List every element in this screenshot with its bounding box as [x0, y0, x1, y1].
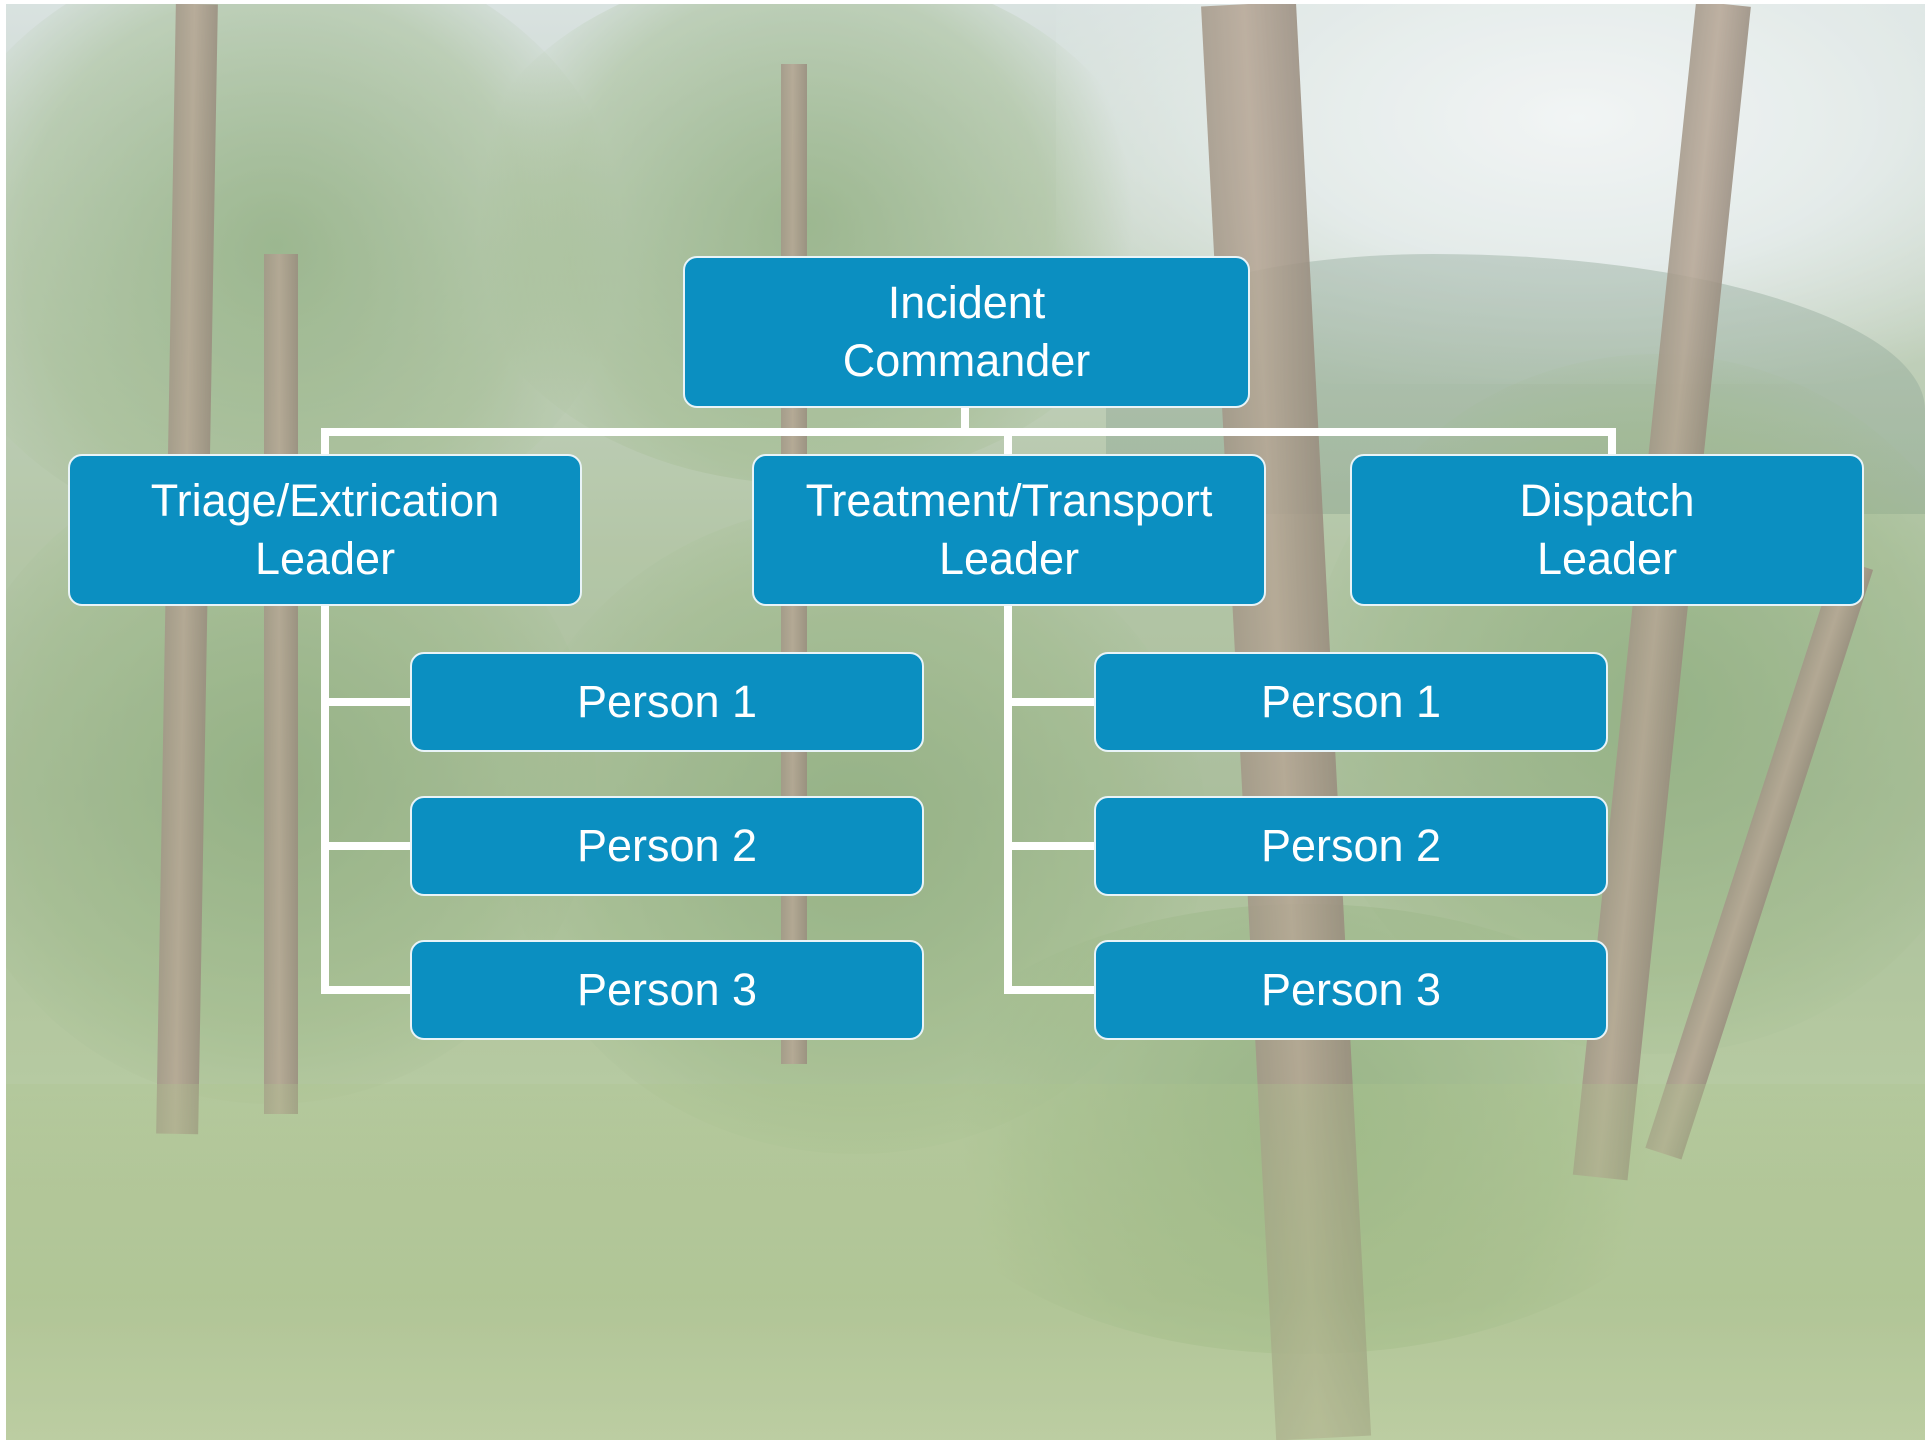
tree-trunk	[264, 254, 298, 1114]
dispatch-leader-line2: Leader	[1536, 533, 1678, 584]
light-wash-overlay	[6, 4, 1925, 1440]
treatment-person-2-label: Person 2	[1260, 820, 1442, 871]
treatment-transport-leader-box: Treatment/Transport Leader	[752, 454, 1266, 606]
connector-triage-person-3	[321, 986, 416, 994]
triage-person-2-label: Person 2	[576, 820, 758, 871]
connector-treatment-vertical	[1004, 602, 1012, 990]
slide: Incident Commander Triage/Extrication Le…	[6, 4, 1925, 1440]
treatment-person-3-box: Person 3	[1094, 940, 1608, 1040]
triage-person-2-box: Person 2	[410, 796, 924, 896]
dispatch-leader-box: Dispatch Leader	[1350, 454, 1864, 606]
incident-commander-box: Incident Commander	[683, 256, 1250, 408]
connector-to-treatment-leader	[1004, 428, 1012, 458]
connector-triage-person-2	[321, 842, 416, 850]
incident-commander-line1: Incident	[887, 277, 1046, 328]
dispatch-leader-line1: Dispatch	[1519, 475, 1695, 526]
triage-person-1-box: Person 1	[410, 652, 924, 752]
connector-triage-person-1	[321, 698, 416, 706]
treatment-person-2-box: Person 2	[1094, 796, 1608, 896]
connector-to-dispatch-leader	[1608, 428, 1616, 458]
triage-leader-line2: Leader	[254, 533, 396, 584]
treatment-person-1-label: Person 1	[1260, 676, 1442, 727]
connector-treatment-person-2	[1004, 842, 1099, 850]
treatment-leader-line1: Treatment/Transport	[805, 475, 1213, 526]
connector-horizontal-bar	[321, 428, 1616, 436]
connector-treatment-person-3	[1004, 986, 1099, 994]
triage-extrication-leader-box: Triage/Extrication Leader	[68, 454, 582, 606]
connector-to-triage-leader	[321, 428, 329, 458]
triage-person-1-label: Person 1	[576, 676, 758, 727]
triage-person-3-label: Person 3	[576, 964, 758, 1015]
triage-leader-line1: Triage/Extrication	[150, 475, 500, 526]
connector-treatment-person-1	[1004, 698, 1099, 706]
treatment-leader-line2: Leader	[938, 533, 1080, 584]
grass-foreground	[6, 1084, 1925, 1440]
treatment-person-3-label: Person 3	[1260, 964, 1442, 1015]
triage-person-3-box: Person 3	[410, 940, 924, 1040]
connector-triage-vertical	[321, 602, 329, 990]
connector-root-down	[961, 404, 969, 434]
treatment-person-1-box: Person 1	[1094, 652, 1608, 752]
incident-commander-line2: Commander	[842, 335, 1091, 386]
